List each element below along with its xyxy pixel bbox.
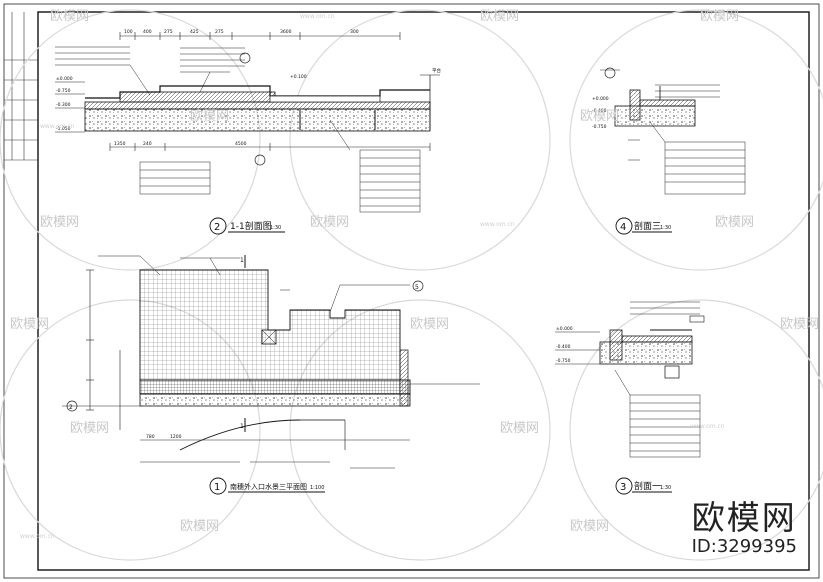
watermark-8: 欧模网 <box>715 215 754 230</box>
watermark-9: 欧模网 <box>10 317 49 332</box>
watermark-url-4: www.om.cn <box>690 423 725 430</box>
plan-scale: 1:100 <box>310 485 324 491</box>
watermark-url-1: www.om.cn <box>300 13 335 20</box>
plan-view: 1 1 5 2 780 1200 1 <box>62 255 480 495</box>
watermark-13: 欧模网 <box>500 421 539 436</box>
watermark-4: 欧模网 <box>190 109 229 124</box>
title-strip <box>4 12 38 161</box>
brand-id: ID:3299395 <box>691 536 797 557</box>
section-1-number: 3 <box>620 482 626 493</box>
watermark-url-2: www.om.cn <box>40 123 75 130</box>
drawing-frame-outer <box>3 3 820 579</box>
elev-left-1: -0.750 <box>56 88 71 94</box>
dim-bot-2: 4500 <box>235 141 247 147</box>
watermark-2: 欧模网 <box>480 9 519 24</box>
plan-title: 南穗外入口水景三平面图 <box>230 482 307 491</box>
elev-left-3: -1.050 <box>56 126 71 132</box>
dim-top-0: 100 <box>124 29 133 35</box>
brand-watermark: 欧模网 ID:3299395 <box>692 500 797 558</box>
section-1-1-scale: 1:30 <box>270 225 281 231</box>
elev-top-0: +0.100 <box>290 74 307 80</box>
dim-top-5: 3600 <box>280 29 292 35</box>
elev-sec3-2: -0.750 <box>592 124 607 130</box>
dim-bot-0: 1350 <box>114 141 126 147</box>
dim-bot-1: 240 <box>143 141 152 147</box>
watermark-arcs <box>0 9 823 561</box>
section-1-scale: 1:30 <box>660 485 671 491</box>
section-1-1-number: 2 <box>214 222 220 233</box>
watermark-5: 欧模网 <box>580 109 619 124</box>
dim-top-6: 300 <box>350 29 359 35</box>
plan-cut-mark-bottom: 1 <box>240 423 244 430</box>
section-1-1-title: 1-1剖面图 <box>230 220 272 232</box>
section-3: +0.000 -0.400 -0.750 4 剖面三 1:30 <box>592 67 746 235</box>
section-3-scale: 1:30 <box>660 225 671 231</box>
elev-sec3-1: -0.400 <box>592 108 607 114</box>
watermark-12: 欧模网 <box>70 421 109 436</box>
plan-number: 1 <box>214 482 220 493</box>
watermark-10: 欧模网 <box>410 317 449 332</box>
watermark-urls: www.om.cn www.om.cn www.om.cn www.om.cn … <box>20 13 725 540</box>
plan-callout-2: 2 <box>69 404 73 411</box>
watermark-url-5: www.om.cn <box>20 533 55 540</box>
section-3-number: 4 <box>620 222 626 233</box>
elev-left-2: -0.300 <box>56 102 71 108</box>
dim-top-4: 275 <box>215 29 224 35</box>
svg-text:平台: 平台 <box>432 67 441 74</box>
section-1-1: 100 400 275 425 275 3600 300 平台 <box>55 29 441 235</box>
drawing-frame-inner <box>37 11 810 571</box>
watermark-11: 欧模网 <box>780 317 819 332</box>
elev-sec3-0: +0.000 <box>592 96 609 102</box>
plan-cut-mark-top: 1 <box>240 257 244 264</box>
dim-top-3: 425 <box>190 29 199 35</box>
section-1: ±0.000 -0.400 -0.750 3 剖面一 1:30 <box>555 301 705 495</box>
dim-top-2: 275 <box>164 29 173 35</box>
watermarks: 欧模网 欧模网 欧模网 欧模网 欧模网 欧模网 欧模网 欧模网 欧模网 欧模网 … <box>10 9 819 534</box>
watermark-14: 欧模网 <box>180 519 219 534</box>
section-1-title: 剖面一 <box>634 480 661 492</box>
section-3-title: 剖面三 <box>634 220 661 232</box>
elev-left-0: ±0.000 <box>56 76 73 82</box>
watermark-6: 欧模网 <box>40 215 79 230</box>
watermark-3: 欧模网 <box>700 9 739 24</box>
watermark-1: 欧模网 <box>50 9 89 24</box>
elev-sec1-0: ±0.000 <box>556 326 573 332</box>
plan-dim-0: 780 <box>146 434 155 440</box>
watermark-url-3: www.om.cn <box>480 221 515 228</box>
plan-dim-1: 1200 <box>170 434 182 440</box>
watermark-7: 欧模网 <box>310 215 349 230</box>
dim-top-1: 400 <box>143 29 152 35</box>
watermark-15: 欧模网 <box>570 519 609 534</box>
section-1-1-number-badge <box>209 217 227 235</box>
plan-callout-5: 5 <box>415 284 419 291</box>
elev-sec1-2: -0.750 <box>556 358 571 364</box>
elev-sec1-1: -0.400 <box>556 344 571 350</box>
brand-name: 欧模网 <box>691 498 797 537</box>
